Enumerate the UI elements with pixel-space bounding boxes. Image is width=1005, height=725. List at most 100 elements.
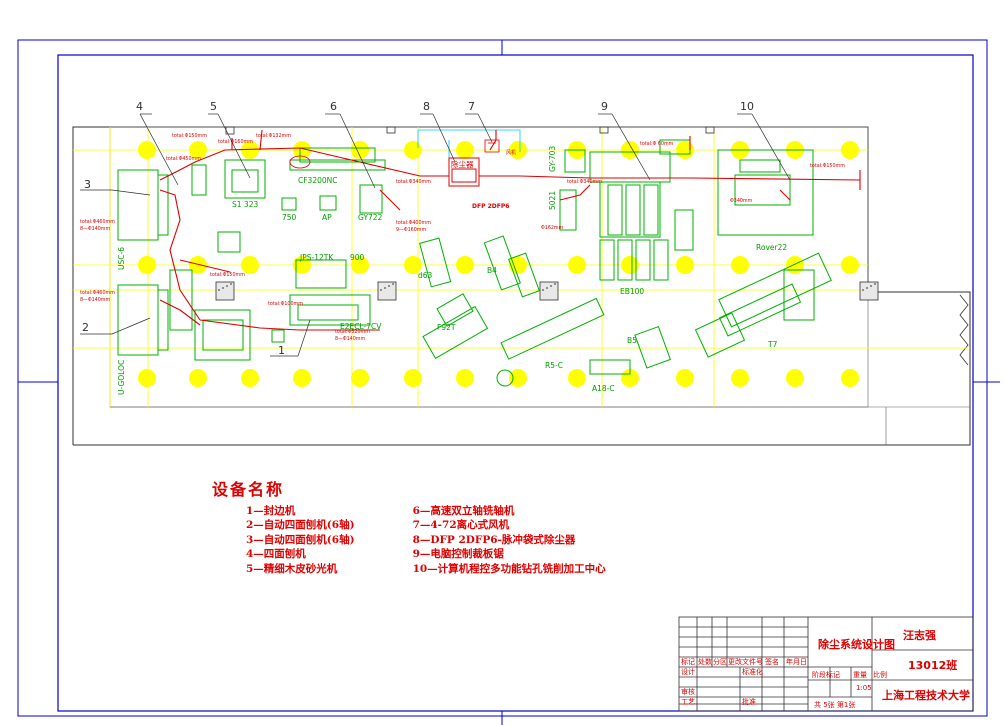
hatch-dot: [862, 289, 864, 291]
column-marker: [676, 369, 694, 387]
column-marker: [138, 256, 156, 274]
label-f92t: F92T: [437, 323, 456, 332]
class-number: 13012班: [908, 659, 958, 672]
column-marker: [456, 141, 474, 159]
tb-col-count: 处数: [698, 658, 712, 666]
label-usc-top: USC-6: [117, 247, 126, 270]
legend-left-column: 1—封边机 2—自动四面刨机(6轴) 3—自动四面刨机(6轴) 4—四面刨机 5…: [246, 504, 355, 576]
hatch-dot: [542, 289, 544, 291]
label-d63: d63: [418, 271, 433, 280]
duct-detail: [289, 139, 500, 169]
legend-item: 5—精细木皮砂光机: [246, 562, 338, 575]
callout-8: 8: [423, 100, 430, 113]
column-marker: [138, 369, 156, 387]
label-ap: AP: [322, 213, 332, 222]
callout-5: 5: [210, 100, 217, 113]
column-marker: [241, 256, 259, 274]
column-marker: [621, 256, 639, 274]
tb-ratio: 比例: [873, 671, 887, 679]
label-rover22: Rover22: [756, 243, 787, 252]
label-t7: T7: [767, 340, 778, 349]
hatch-dot: [222, 287, 224, 289]
label-usc-bottom: U-GOLOC: [117, 360, 126, 395]
duct-lines: [159, 129, 861, 331]
inner-border: [57, 54, 974, 712]
callout-7: 7: [468, 100, 475, 113]
column-marker: [404, 256, 422, 274]
tb-review: 审核: [681, 688, 695, 696]
title-block-grid: [678, 616, 974, 712]
column-marker: [676, 256, 694, 274]
legend-item: 3—自动四面刨机(6轴): [246, 533, 355, 546]
legend-item: 4—四面刨机: [246, 548, 306, 561]
note-12: 8—Φ140mm: [335, 336, 365, 342]
label-a18c: A18-C: [592, 384, 615, 393]
legend-item: 2—自动四面刨机(6轴): [246, 519, 355, 532]
column-marker: [786, 369, 804, 387]
legend-item: 9—电脑控制裁板锯: [412, 548, 504, 561]
column-marker: [731, 369, 749, 387]
note-15: 9—Φ160mm: [396, 227, 426, 233]
hatch-dot: [218, 289, 220, 291]
column-marker: [241, 141, 259, 159]
label-b5: B5: [627, 336, 637, 345]
label-cf3200nc: CF3200NC: [298, 176, 338, 185]
column-marker: [404, 369, 422, 387]
hatch-dot: [546, 287, 548, 289]
hatch-dot: [550, 285, 552, 287]
tb-col-mark: 标记: [681, 658, 695, 666]
hatched-squares: [215, 281, 879, 301]
label-s1323: S1 323: [232, 200, 258, 209]
hatch-dot: [392, 283, 394, 285]
column-marker: [568, 256, 586, 274]
note-11: total:Φ320mm: [335, 329, 370, 335]
column-marker: [456, 369, 474, 387]
note-20: Φ340mm: [730, 198, 753, 204]
tb-col-sign: 签名: [765, 658, 779, 666]
sheet-count: 共 5张 第1张: [814, 701, 856, 709]
note-18: total:Φ 60mm: [640, 141, 674, 147]
column-marker: [509, 369, 527, 387]
drawing-name: 除尘系统设计图: [818, 638, 895, 651]
legend-item: 1—封边机: [246, 505, 296, 517]
tb-col-change: 更改文件号: [728, 658, 763, 666]
duct-notes: total:Φ150mm total:Φ132mm total:Φ160mm t…: [80, 133, 845, 342]
hatch-dot: [226, 285, 228, 287]
column-marker: [351, 256, 369, 274]
callout-9: 9: [601, 100, 608, 113]
note-7: total:Φ460mm: [80, 290, 115, 296]
column-marker: [841, 369, 859, 387]
note-13: total:Φ340mm: [396, 179, 431, 185]
column-marker: [241, 369, 259, 387]
label-fan: 风机: [506, 149, 516, 156]
label-900: 900: [350, 253, 365, 262]
top-markers: [225, 126, 715, 135]
note-19: total:Φ150mm: [810, 163, 845, 169]
note-1: total:Φ150mm: [172, 133, 207, 139]
stage-label: 阶段标记: [812, 671, 840, 679]
label-b4: B4: [487, 266, 497, 275]
hatch-dot: [388, 285, 390, 287]
column-marker: [189, 141, 207, 159]
label-gy703: GY-703: [548, 146, 557, 172]
callout-4: 4: [136, 100, 143, 113]
label-5021: 5021: [548, 191, 557, 210]
legend-item: 7—4-72离心式风机: [412, 519, 510, 532]
tb-approve: 批准: [742, 698, 756, 706]
label-jps12tk: JPS-12TK: [299, 253, 334, 262]
school-name: 上海工程技术大学: [882, 689, 970, 702]
callout-10: 10: [740, 100, 754, 113]
callout-numbers: 4 5 6 8 7 9 10 3 2 1: [82, 100, 754, 357]
label-ecl7cv: E2ECL-7CV: [340, 322, 382, 331]
tb-standard: 标准化: [742, 668, 763, 676]
legend-item: 6—高速双立轴铣轴机: [412, 505, 515, 517]
note-14: total:Φ400mm: [396, 220, 431, 226]
hatched-square: [539, 281, 559, 301]
hatch-dot: [380, 289, 382, 291]
note-5: total:Φ460mm: [80, 219, 115, 225]
column-marker: [621, 141, 639, 159]
note-9: total:Φ150mm: [210, 272, 245, 278]
leader-lines: [80, 113, 791, 357]
hatched-square: [377, 281, 397, 301]
label-dust-collector: 除尘器: [451, 159, 474, 169]
